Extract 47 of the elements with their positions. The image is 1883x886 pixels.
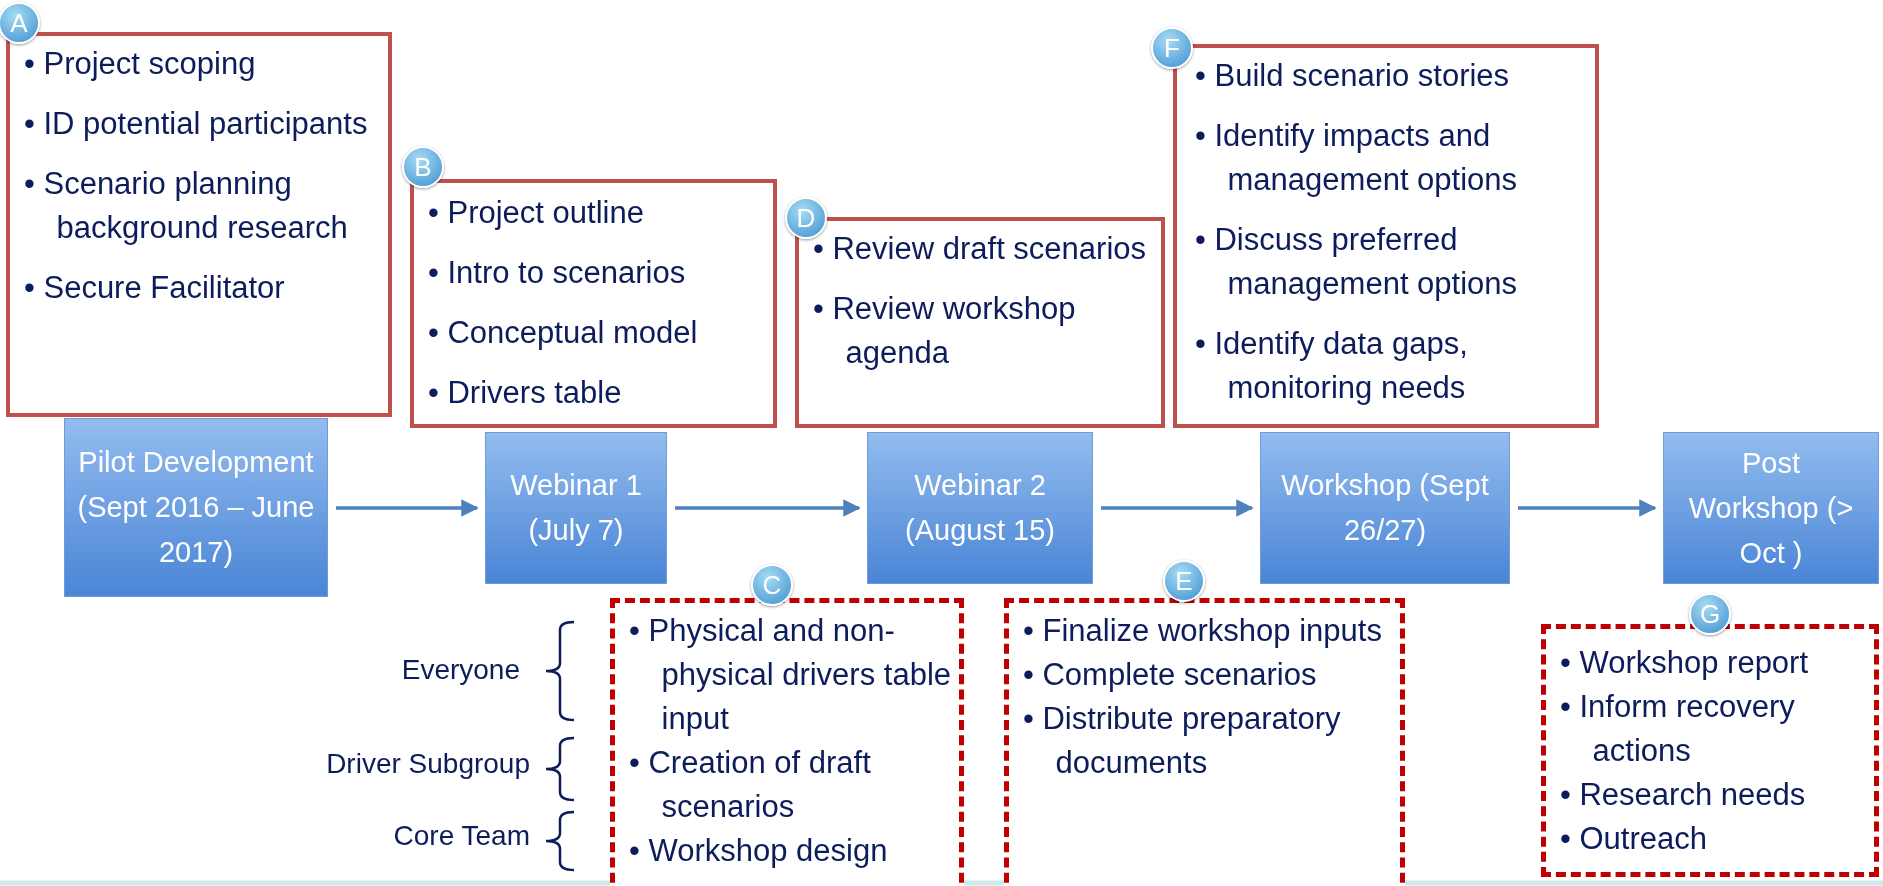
bullet-item: • Finalize workshop inputs — [1023, 612, 1383, 650]
arrow — [675, 499, 861, 517]
stage-box: Workshop (Sept 26/27) — [1260, 432, 1510, 584]
bullet-item: • Identify data gaps, monitoring needs — [1195, 325, 1469, 407]
task-box — [610, 598, 964, 886]
group-label: Everyone — [401, 654, 520, 686]
stage-box: Webinar 1 (July 7) — [485, 432, 667, 584]
step-marker: E — [1163, 560, 1205, 602]
stage-box: Pilot Development (Sept 2016 – June 2017) — [64, 418, 328, 597]
task-box — [410, 179, 777, 428]
bullet-item: • Project outline — [428, 194, 645, 232]
task-box — [1004, 598, 1405, 886]
bullet-item: • Outreach — [1560, 820, 1708, 858]
bullet-item: • Workshop report — [1560, 644, 1810, 682]
bullet-item: • Scenario planning background research — [24, 165, 349, 247]
step-marker: F — [1151, 27, 1193, 69]
bullet-item: • ID potential participants — [24, 105, 369, 143]
step-marker: C — [751, 564, 793, 606]
bullet-item: • Workshop design — [629, 832, 889, 870]
step-marker: D — [785, 197, 827, 239]
bullet-item: • Conceptual model — [428, 314, 699, 352]
bullet-item: • Build scenario stories — [1195, 57, 1511, 95]
bullet-item: • Drivers table — [428, 374, 623, 412]
bullet-item: • Secure Facilitator — [24, 269, 286, 307]
bullet-item: • Research needs — [1560, 776, 1807, 814]
bullet-item: • Project scoping — [24, 45, 257, 83]
stage-box: Webinar 2 (August 15) — [867, 432, 1093, 584]
step-marker: G — [1689, 593, 1731, 635]
arrow — [336, 499, 479, 517]
bullet-item: • Intro to scenarios — [428, 254, 687, 292]
bullet-item: • Discuss preferred management options — [1195, 221, 1519, 303]
bullet-item: • Review workshop agenda — [813, 290, 1077, 372]
arrow — [1101, 499, 1254, 517]
group-label: Driver Subgroup — [326, 748, 530, 780]
bullet-item: • Identify impacts and management options — [1195, 117, 1519, 199]
bullet-item: • Inform recovery actions — [1560, 688, 1796, 770]
arrow — [1518, 499, 1657, 517]
task-box — [6, 32, 392, 417]
step-marker: A — [0, 2, 40, 44]
bullet-item: • Distribute preparatory documents — [1023, 700, 1342, 782]
stage-box: Post Workshop (> Oct ) — [1663, 432, 1879, 584]
task-box — [1541, 624, 1879, 877]
bullet-item: • Complete scenarios — [1023, 656, 1318, 694]
bullet-item: • Physical and non-physical drivers table input — [629, 612, 951, 738]
bullet-item: • Creation of draft scenarios — [629, 744, 872, 826]
step-marker: B — [402, 146, 444, 188]
group-label: Core Team — [393, 820, 530, 852]
